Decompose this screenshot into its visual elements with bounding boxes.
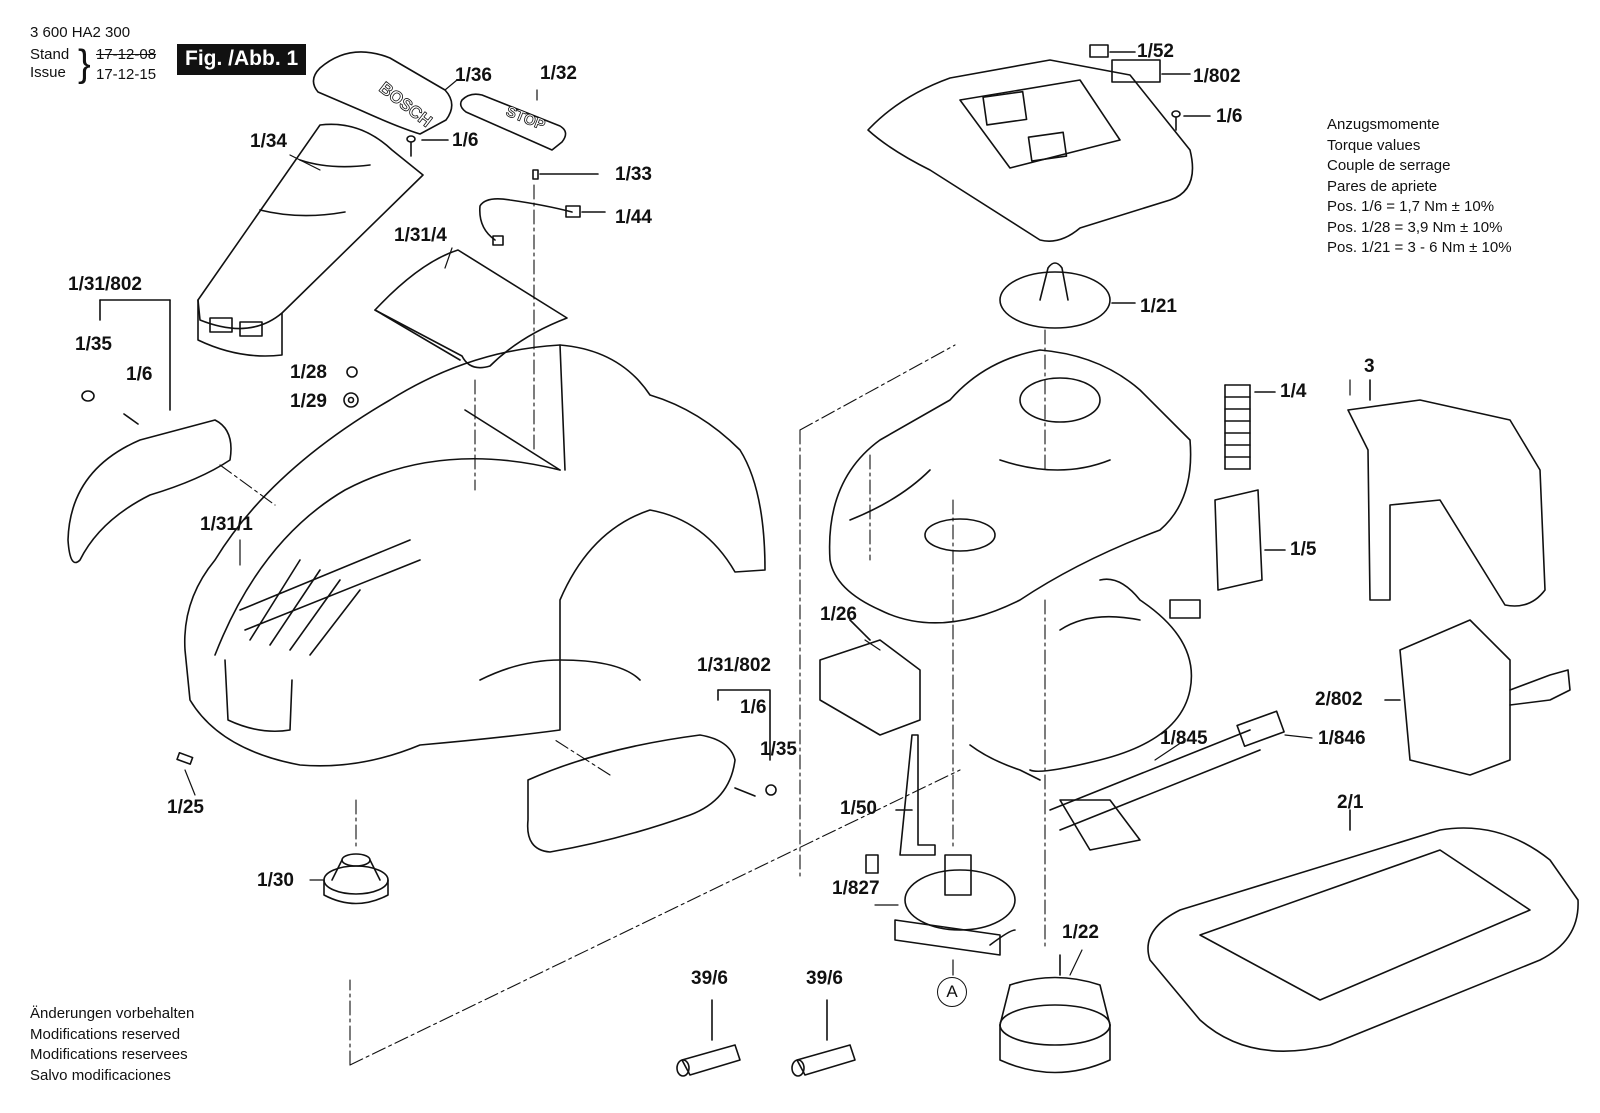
stop-logo-text: STOP	[504, 103, 548, 134]
part-label: 1/31/802	[68, 274, 142, 295]
part-label: 1/802	[1193, 66, 1241, 87]
cable-harness-1-845	[969, 578, 1201, 781]
plug-39-6-b	[791, 999, 856, 1077]
top-cover-1-36-part: BOSCH	[312, 51, 453, 135]
grommet-1-30	[323, 853, 389, 905]
part-label: 1/6	[1216, 106, 1243, 127]
part-label: 1/33	[615, 164, 652, 185]
part-label: 1/4	[1280, 381, 1307, 402]
part-label: 1/31/1	[200, 514, 253, 535]
part-label: 2/1	[1337, 792, 1364, 813]
leader-lines	[184, 79, 1351, 976]
height-knob-1-21	[999, 262, 1136, 329]
pin-1-25	[176, 751, 194, 765]
holder-1-5	[1214, 489, 1286, 591]
plug-39-6-a	[676, 999, 741, 1077]
top-hood-part	[867, 44, 1194, 242]
part-label: 1/30	[257, 870, 294, 891]
note-line: Modifications reserved	[30, 1025, 181, 1043]
modification-notes: Änderungen vorbehalten Modifications res…	[30, 1004, 194, 1086]
part-label: 1/29	[290, 391, 327, 412]
bosch-logo-text: BOSCH	[376, 78, 436, 131]
part-label: 1/32	[540, 63, 577, 84]
part-label: 1/845	[1160, 728, 1208, 749]
part-label: 1/34	[250, 131, 287, 152]
note-line: Salvo modificaciones	[30, 1066, 171, 1084]
part-label: 1/6	[740, 697, 767, 718]
part-label: 2/802	[1315, 689, 1363, 710]
torque-line: Torque values	[1327, 136, 1421, 154]
bracket-1-50	[895, 734, 936, 856]
part-label: 1/26	[820, 604, 857, 625]
part-label: 1/22	[1062, 922, 1099, 943]
part-label: 1/44	[615, 207, 652, 228]
torque-values-box: Anzugsmomente Torque values Couple de se…	[1327, 115, 1512, 259]
main-body-housing-1-31-1-part	[183, 344, 766, 767]
torque-line: Pos. 1/21 = 3 - 6 Nm ± 10%	[1327, 239, 1512, 256]
reference-marker-a: A	[937, 977, 967, 1007]
torque-line: Anzugsmomente	[1327, 116, 1440, 133]
part-label: 1/25	[167, 797, 204, 818]
figure-label: Fig. /Abb. 1	[177, 44, 307, 75]
stand-label: Stand	[30, 46, 70, 63]
part-label: 1/50	[840, 798, 877, 819]
stand-date: 17-12-08	[96, 46, 157, 63]
chassis-base-part	[828, 349, 1192, 624]
part-label: 39/6	[806, 968, 843, 989]
part-label: 3	[1364, 356, 1375, 377]
docking-plate-2-802	[1384, 619, 1571, 776]
part-label: 1/28	[290, 362, 327, 383]
connector-1-846	[1049, 710, 1285, 851]
torque-line: Pares de apriete	[1327, 177, 1438, 195]
part-label: 1/31/802	[697, 655, 771, 676]
part-label: 1/31/4	[394, 225, 447, 246]
motor-1-827	[865, 854, 1016, 956]
charging-plate-2-1	[1147, 809, 1579, 1052]
part-label: 1/827	[832, 878, 880, 899]
part-label: 39/6	[691, 968, 728, 989]
assembly-lines	[219, 184, 1046, 1066]
screw-1-6-hood	[1171, 110, 1211, 131]
side-panel-1-31-802-left	[67, 299, 232, 564]
part-label: 1/5	[1290, 539, 1317, 560]
shell-top-1-31-4-part	[374, 249, 568, 369]
doc-number: 3 600 HA2 300	[30, 24, 131, 41]
part-label: 1/52	[1137, 41, 1174, 62]
note-line: Änderungen vorbehalten	[30, 1005, 195, 1022]
issue-label: Issue	[30, 64, 66, 81]
part-label: 1/6	[126, 364, 153, 385]
rear-cover-3-part	[1347, 379, 1546, 607]
sensor-1-26	[819, 619, 921, 736]
nut-1-28	[343, 366, 359, 408]
side-panel-1-31-802-right	[526, 689, 777, 853]
part-label: 1/6	[452, 130, 479, 151]
torque-line: Couple de serrage	[1327, 157, 1451, 174]
part-label: 1/35	[760, 739, 797, 760]
brace-glyph: }	[78, 43, 91, 85]
front-panel-1-34-part	[197, 123, 424, 357]
torque-line: Pos. 1/6 = 1,7 Nm ± 10%	[1327, 198, 1495, 215]
torque-line: Pos. 1/28 = 3,9 Nm ± 10%	[1327, 218, 1503, 236]
stop-sensor-pin-1-33	[478, 169, 606, 246]
blade-housing-1-22	[999, 954, 1111, 1074]
part-label: 1/35	[75, 334, 112, 355]
part-label: 1/21	[1140, 296, 1177, 317]
part-label: 1/846	[1318, 728, 1366, 749]
screw-1-6-top	[406, 135, 449, 157]
part-label: 1/36	[455, 65, 492, 86]
spring-1-4	[1224, 384, 1276, 470]
issue-date: 17-12-15	[96, 66, 157, 83]
note-line: Modifications reservees	[30, 1046, 188, 1063]
